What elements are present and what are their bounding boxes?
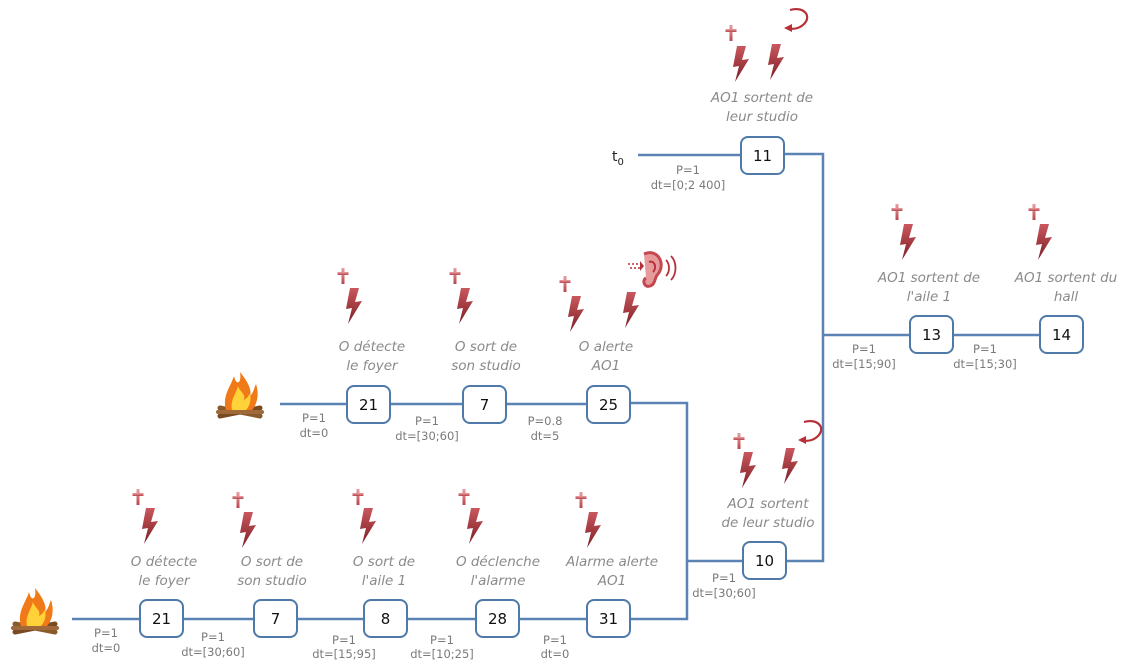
cross-icon [725, 25, 737, 41]
node-number: 28 [488, 610, 507, 628]
edge-10-13 [786, 335, 825, 563]
node-31: 31 [586, 599, 631, 638]
node-number: 21 [152, 610, 171, 628]
cross-icon [891, 204, 903, 220]
node-28: 28 [475, 599, 520, 638]
node-7-lower: 7 [253, 599, 298, 638]
edges [72, 152, 1040, 621]
node-7-upper: 7 [462, 385, 507, 424]
node-number: 7 [271, 610, 281, 628]
node-21-upper: 21 [346, 385, 391, 424]
cross-icon [232, 492, 244, 508]
node-number: 25 [599, 396, 618, 414]
ear-icon [626, 251, 677, 288]
lightning-icon [768, 44, 784, 80]
fire-icon [13, 588, 57, 632]
edge-31-10 [630, 561, 689, 621]
loop-arrow-icon [782, 7, 809, 34]
node-number: 31 [599, 610, 618, 628]
lightning-icon [782, 448, 798, 484]
cross-icon [575, 492, 587, 508]
node-14: 14 [1039, 315, 1084, 354]
edge-11-13 [784, 152, 910, 337]
node-8: 8 [363, 599, 408, 638]
lightning-icon [457, 288, 473, 324]
cross-icon [449, 268, 461, 284]
lightning-icon [467, 508, 483, 544]
cross-icon [132, 489, 144, 505]
lightning-icon [900, 224, 916, 260]
lightning-icon [623, 292, 639, 328]
lightning-icon [568, 296, 584, 332]
node-10: 10 [742, 541, 787, 580]
cross-icon [458, 489, 470, 505]
lightning-icon [585, 512, 601, 548]
lightning-icon [142, 508, 158, 544]
node-21-lower: 21 [139, 599, 184, 638]
node-25: 25 [586, 385, 631, 424]
lightning-icon [240, 512, 256, 548]
cross-icon [337, 268, 349, 284]
node-number: 7 [480, 396, 490, 414]
node-number: 14 [1052, 326, 1071, 344]
lightning-icon [733, 46, 749, 82]
loop-arrow-icon [796, 419, 823, 446]
fire-icon [218, 372, 262, 416]
cross-icon [733, 433, 745, 449]
node-number: 21 [359, 396, 378, 414]
cross-icon [559, 276, 571, 292]
lightning-icon [1036, 224, 1052, 260]
lightning-icon [360, 508, 376, 544]
start-time-label: t0 [612, 149, 624, 168]
cross-icon [352, 489, 364, 505]
lightning-icon [346, 288, 362, 324]
node-number: 13 [922, 326, 941, 344]
node-number: 10 [755, 552, 774, 570]
edge-25-10 [630, 401, 743, 563]
node-13: 13 [909, 315, 954, 354]
node-number: 11 [753, 147, 772, 165]
node-11: 11 [740, 136, 785, 175]
lightning-icon [740, 452, 756, 488]
node-number: 8 [381, 610, 391, 628]
cross-icon [1028, 204, 1040, 220]
